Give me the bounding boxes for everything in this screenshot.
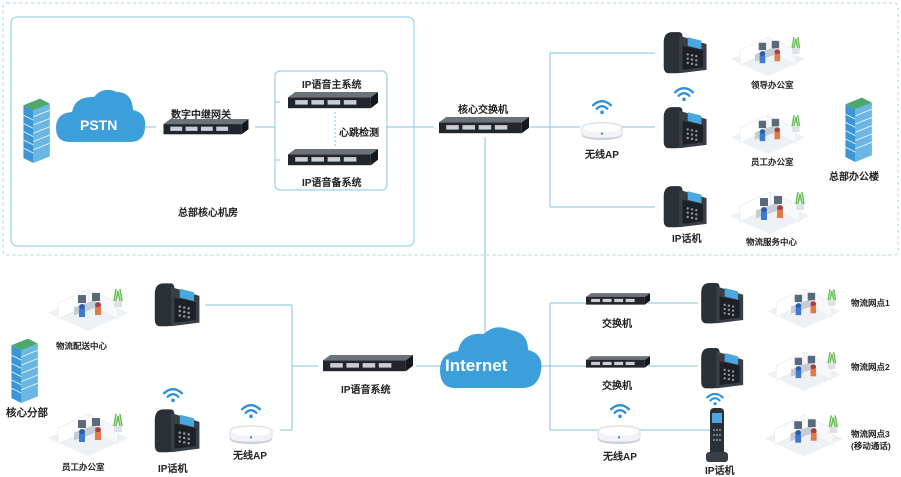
- pstn-cloud: [56, 89, 146, 142]
- hq-ip-phone-2[interactable]: [663, 107, 707, 149]
- outlet-point-2-label: 物流网点2: [851, 362, 890, 372]
- heartbeat-label: 心跳检测: [339, 128, 379, 139]
- outlet-point-3-note: (移动通话): [851, 441, 891, 451]
- branch-ip-phone-1[interactable]: [154, 283, 200, 327]
- outlet-point-2-illustration: [766, 351, 842, 392]
- voice-system-frame: [274, 70, 388, 191]
- branch-ip-phone-2[interactable]: [154, 409, 200, 453]
- outlet-point-1-illustration: [766, 288, 842, 329]
- hq-network-frame: [2, 2, 899, 256]
- service-center-label: 物流服务中心: [746, 237, 798, 247]
- hq-ap-wifi-icon: [591, 100, 613, 115]
- branch-ap-wifi-icon: [240, 404, 262, 419]
- outlet-switch-1-label: 交换机: [602, 319, 632, 330]
- hq-core-building-icon: [22, 98, 51, 163]
- mobile-handset-icon[interactable]: [706, 408, 728, 462]
- leader-office-label: 领导办公室: [751, 80, 794, 90]
- main-voice-system-device[interactable]: [288, 92, 378, 109]
- core-switch-device[interactable]: [439, 117, 529, 134]
- main-system-label: IP语音主系统: [302, 80, 362, 91]
- staff-office-illustration: [730, 114, 806, 155]
- service-center-illustration: [730, 191, 810, 235]
- branch-staff-office-illustration: [48, 413, 128, 457]
- outlet-switch-2-device[interactable]: [586, 356, 650, 368]
- outlet-ip-phone-1[interactable]: [701, 283, 744, 324]
- hq-office-building-icon: [844, 97, 873, 162]
- outlet-ap-label: 无线AP: [603, 452, 637, 463]
- connection-lines: [133, 52, 710, 431]
- outlet-wireless-ap-device[interactable]: [597, 425, 641, 445]
- branch-ap-label: 无线AP: [233, 451, 267, 462]
- branch-ip-phone-label: IP话机: [158, 464, 188, 475]
- outlet-ip-phone-label: IP话机: [705, 466, 735, 477]
- branch-wireless-ap-device[interactable]: [229, 425, 273, 445]
- outlet-point-3-label: 物流网点3: [851, 429, 890, 439]
- hq-ip-phone-3[interactable]: [663, 186, 707, 228]
- internet-label: Internet: [445, 356, 508, 375]
- backup-voice-system-device[interactable]: [288, 149, 378, 166]
- gateway-label: 数字中继网关: [171, 110, 231, 121]
- hq-phone-wifi-icon: [673, 87, 695, 102]
- branch-staff-office-label: 员工办公室: [62, 462, 105, 472]
- pstn-label: PSTN: [80, 117, 118, 133]
- outlet-point-3-illustration: [765, 414, 843, 458]
- outlet-ip-phone-2[interactable]: [701, 348, 744, 389]
- distribution-center-illustration: [48, 288, 128, 332]
- outlet-switch-2-label: 交换机: [602, 381, 632, 392]
- leader-office-illustration: [730, 36, 806, 77]
- core-room-label: 总部核心机房: [178, 208, 238, 219]
- distribution-center-label: 物流配送中心: [56, 341, 108, 351]
- backup-system-label: IP语音备系统: [302, 178, 362, 189]
- staff-office-label: 员工办公室: [751, 157, 794, 167]
- trunk-gateway-device[interactable]: [163, 119, 249, 135]
- hq-ap-label: 无线AP: [585, 150, 619, 161]
- branch-voice-system-device[interactable]: [323, 355, 413, 372]
- branch-name-label: 核心分部: [6, 407, 48, 419]
- outlet-ap-wifi-icon: [609, 404, 631, 419]
- outlet-point-1-label: 物流网点1: [851, 298, 890, 308]
- hq-wireless-ap-device[interactable]: [581, 122, 623, 141]
- outlet-switch-1-device[interactable]: [586, 293, 650, 305]
- hq-ip-phone-label: IP话机: [672, 234, 702, 245]
- mobile-handset-wifi-icon: [706, 392, 724, 406]
- core-room-frame: [10, 16, 415, 247]
- core-switch-label: 核心交换机: [458, 105, 508, 116]
- office-building-label: 总部办公楼: [829, 172, 879, 183]
- branch-building-icon: [10, 338, 39, 403]
- branch-voice-system-label: IP语音系统: [341, 385, 391, 396]
- hq-ip-phone-1[interactable]: [663, 32, 707, 74]
- internet-cloud: [440, 327, 542, 388]
- branch-phone-wifi-icon: [162, 388, 184, 403]
